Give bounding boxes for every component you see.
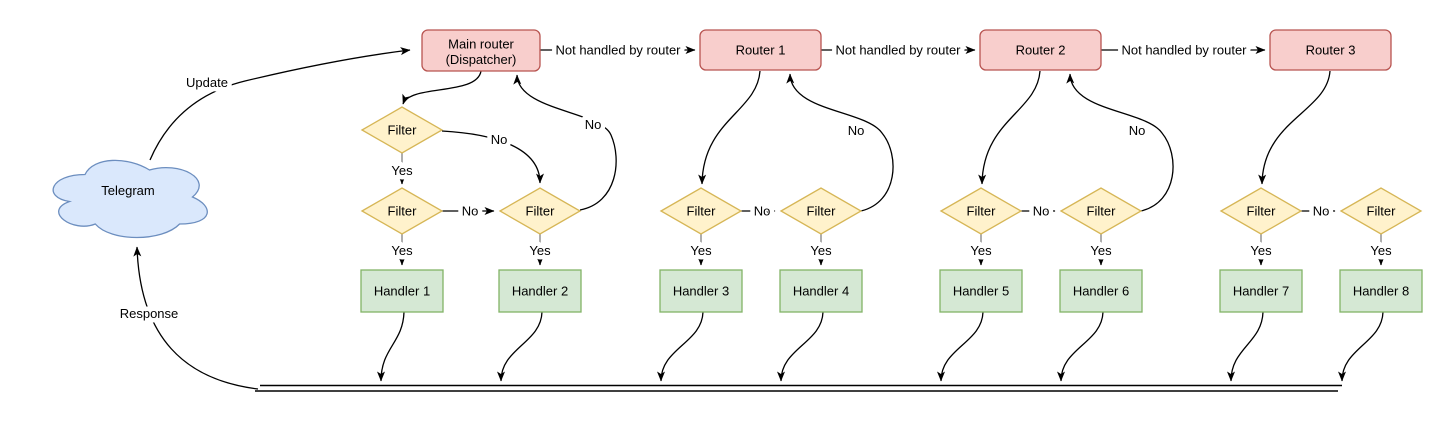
- dispatcher-node: [421, 29, 541, 72]
- filter7-diamond: [1059, 187, 1143, 235]
- telegram-cloud-label: Telegram: [101, 183, 154, 198]
- filter1-label: Filter: [388, 123, 418, 138]
- router1-label: Router 1: [736, 43, 786, 58]
- response-edge: [133, 246, 259, 390]
- filter8-label: Filter: [1247, 204, 1277, 219]
- filter5-label: Filter: [807, 204, 837, 219]
- router2-return-no-label: No: [1129, 123, 1146, 138]
- dispatcher-return-no-label: No: [585, 117, 602, 132]
- handler7-label: Handler 7: [1233, 284, 1289, 299]
- handler2-node: [498, 269, 582, 313]
- nodes: Telegram Main router (Dispatcher) Router…: [52, 29, 1423, 313]
- dispatcher-label-line2: (Dispatcher): [446, 52, 517, 67]
- router3-label: Router 3: [1306, 43, 1356, 58]
- filter3-return-no-edge: [513, 74, 617, 211]
- telegram-cloud: [52, 159, 208, 239]
- handler6-node: [1059, 269, 1143, 313]
- handler5-label: Handler 5: [953, 284, 1009, 299]
- filter7-label: Filter: [1087, 204, 1117, 219]
- handler6-label: Handler 6: [1073, 284, 1129, 299]
- dispatcher-to-filter-edge: [402, 70, 482, 105]
- not-handled-label-3: Not handled by router: [1121, 43, 1247, 58]
- filter7-yes-label: Yes: [1090, 243, 1112, 258]
- handler7-bus-edge: [1227, 311, 1264, 382]
- edges: [133, 46, 1385, 392]
- handler5-node: [939, 269, 1023, 313]
- filter9-label: Filter: [1367, 204, 1397, 219]
- handler6-bus-edge: [1057, 311, 1104, 382]
- update-label: Update: [186, 75, 228, 90]
- router2-label: Router 2: [1016, 43, 1066, 58]
- handler4-node: [779, 269, 863, 313]
- update-edge: [149, 47, 411, 161]
- router3-node: [1269, 29, 1392, 71]
- handler2-bus-edge: [497, 311, 543, 382]
- handler8-node: [1339, 269, 1423, 313]
- handler1-label: Handler 1: [374, 284, 430, 299]
- handler1-node: [360, 269, 444, 313]
- handler5-bus-edge: [937, 311, 984, 382]
- filter6-diamond: [939, 187, 1023, 235]
- filter2-no-label: No: [462, 204, 479, 219]
- filter6-label: Filter: [967, 204, 997, 219]
- handler1-bus-edge: [377, 311, 405, 382]
- filter8-yes-label: Yes: [1250, 243, 1272, 258]
- filter1-yes-label: Yes: [391, 163, 413, 178]
- filter4-diamond: [659, 187, 743, 235]
- filter2-diamond: [360, 187, 444, 235]
- router2-node: [979, 29, 1102, 71]
- router2-to-filter-edge: [978, 70, 1041, 185]
- filter4-yes-label: Yes: [690, 243, 712, 258]
- router1-no-label: No: [754, 204, 771, 219]
- router2-return-no-edge: [1066, 73, 1174, 212]
- handler8-bus-edge: [1338, 311, 1384, 382]
- router1-return-no-edge: [786, 73, 894, 212]
- dispatcher-label-line1: Main router: [448, 37, 514, 52]
- response-label: Response: [120, 306, 179, 321]
- handler3-label: Handler 3: [673, 284, 729, 299]
- handler4-label: Handler 4: [793, 284, 849, 299]
- edge-labels: Update Response Not handled by router No…: [115, 38, 1396, 326]
- filter5-yes-label: Yes: [810, 243, 832, 258]
- router1-node: [699, 29, 822, 71]
- handler3-node: [659, 269, 743, 313]
- filter8-diamond: [1219, 187, 1303, 235]
- filter4-label: Filter: [687, 204, 717, 219]
- handler7-node: [1219, 269, 1303, 313]
- not-handled-label-1: Not handled by router: [555, 43, 681, 58]
- filter2-yes-label: Yes: [391, 243, 413, 258]
- handler2-label: Handler 2: [512, 284, 568, 299]
- handler8-label: Handler 8: [1353, 284, 1409, 299]
- filter1-diamond: [360, 106, 444, 154]
- filter1-no-label: No: [491, 132, 508, 147]
- not-handled-label-2: Not handled by router: [835, 43, 961, 58]
- filter3-diamond: [498, 187, 582, 235]
- router3-no-label: No: [1313, 204, 1330, 219]
- filter9-diamond: [1339, 187, 1423, 235]
- filter3-label: Filter: [526, 204, 556, 219]
- router1-return-no-label: No: [848, 123, 865, 138]
- router3-to-filter-edge: [1258, 70, 1331, 185]
- filter5-diamond: [779, 187, 863, 235]
- filter9-yes-label: Yes: [1370, 243, 1392, 258]
- filter6-yes-label: Yes: [970, 243, 992, 258]
- router2-no-label: No: [1033, 204, 1050, 219]
- handler4-bus-edge: [777, 311, 824, 382]
- handler3-bus-edge: [657, 311, 704, 382]
- filter1-no-edge: [441, 130, 544, 184]
- filter2-label: Filter: [388, 204, 418, 219]
- filter3-yes-label: Yes: [529, 243, 551, 258]
- router1-to-filter-edge: [698, 70, 761, 185]
